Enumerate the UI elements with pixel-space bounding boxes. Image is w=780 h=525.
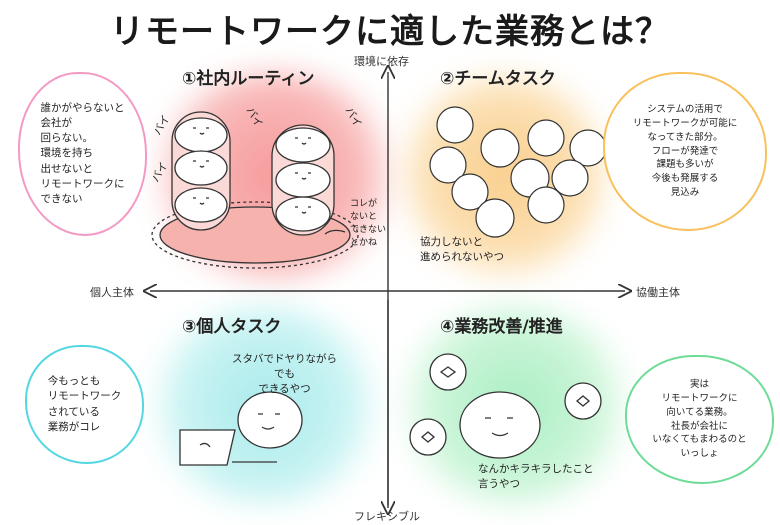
q4-annotation: なんかキラキラしたこと 言うやつ [478,463,594,491]
q3-description: 今もっとも リモートワーク されている 業務がコレ [47,375,122,433]
axis-left-label: 個人主体 [90,286,134,299]
q4-description-bubble: 実は リモートワークに 向いてる業務。 社長が会社に いなくてもまわるのと いっ… [625,355,774,484]
q2-annotation: 協力しないと 進められないやつ [420,236,504,264]
q1-annotation: コレが ないと できない とかね [350,199,387,249]
q2-illustration [429,106,607,238]
axis-bottom-label: フレキシブル [354,510,420,523]
q2-description: システムの活用で リモートワークが可能に なってきた部分。 フローが発達で 課題… [632,104,738,198]
q3-annotation: スタバでドヤりながら でも できるやつ [232,353,337,396]
q1-illustration [151,111,359,269]
page-title: リモートワークに適した業務とは？ [110,12,670,52]
quadrant-1-title: ①社内ルーティン [182,69,315,89]
q4-illustration [409,353,602,459]
q1-description-bubble: 誰かがやらないと 会社が 回らない。 環境を持ち 出せないと リモートワークに … [18,72,147,236]
q1-description: 誰かがやらないと 会社が 回らない。 環境を持ち 出せないと リモートワークに … [40,101,125,206]
q3-description-bubble: 今もっとも リモートワーク されている 業務がコレ [25,345,144,464]
axis-right-label: 協働主体 [636,286,680,299]
quadrant-2-title: ②チームタスク [440,69,556,89]
quadrant-3-title: ③個人タスク [182,317,282,337]
q3-illustration [179,391,303,466]
quadrant-4-title: ④業務改善/推進 [440,317,563,337]
axis-top-label: 環境に依存 [354,55,409,68]
q4-description: 実は リモートワークに 向いてる業務。 社長が会社に いなくてもまわるのと いっ… [652,379,747,460]
q2-description-bubble: システムの活用で リモートワークが可能に なってきた部分。 フローが発達で 課題… [603,72,767,231]
